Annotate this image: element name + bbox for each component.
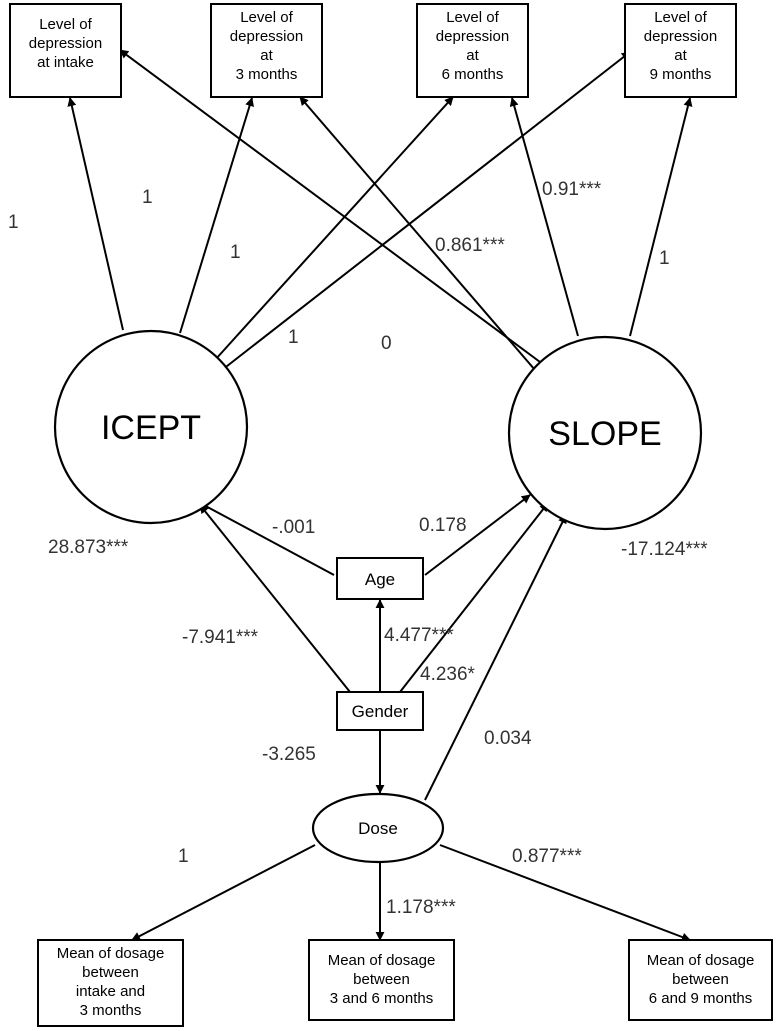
- arrow-dose-d3: [439, 844, 691, 942]
- arrow-slope-intake: [119, 49, 541, 363]
- label-slope-m3: 0.861***: [435, 235, 505, 256]
- label-slope-mean: -17.124***: [621, 539, 708, 560]
- label-gender-icept: -7.941***: [182, 627, 259, 648]
- arrow-icept-m3: [179, 97, 254, 334]
- label-dose-slope: 0.034: [484, 728, 532, 749]
- arrow-age-icept: [199, 502, 335, 576]
- node-icept: ICEPT: [53, 329, 249, 525]
- node-dose: Dose: [311, 792, 445, 864]
- label-icept-intake: 1: [8, 212, 19, 233]
- label-icept-mean: 28.873***: [48, 537, 129, 558]
- svg-text:ICEPT: ICEPT: [101, 409, 201, 447]
- label-dose-d1: 1: [178, 846, 189, 867]
- arrows: [67, 49, 693, 942]
- label-gender-slope: 4.236*: [420, 664, 476, 685]
- node-slope: SLOPE: [507, 335, 703, 531]
- label-icept-m9: 1: [288, 327, 299, 348]
- label-dose-d3: 0.877***: [512, 846, 582, 867]
- arrow-icept-m6: [214, 96, 454, 361]
- arrow-gender-icept: [199, 504, 351, 693]
- label-slope-intake: 0: [381, 333, 392, 354]
- svg-text:Gender: Gender: [352, 702, 409, 721]
- arrow-age-slope: [424, 494, 531, 576]
- svg-text:Dose: Dose: [358, 819, 398, 838]
- arrow-slope-m3: [299, 96, 536, 371]
- node-age: Age: [336, 557, 424, 600]
- label-age-icept: -.001: [272, 517, 315, 538]
- arrow-icept-intake: [67, 97, 124, 331]
- label-slope-m6: 0.91***: [542, 179, 602, 200]
- arrow-icept-m9: [221, 51, 631, 371]
- svg-text:Age: Age: [365, 570, 395, 589]
- arrow-gender-slope: [399, 502, 549, 693]
- label-slope-m9: 1: [659, 248, 670, 269]
- label-gender-dose: -3.265: [262, 744, 316, 765]
- label-gender-age: 4.477***: [384, 625, 454, 646]
- label-icept-m3: 1: [142, 187, 153, 208]
- label-dose-d2: 1.178***: [386, 897, 456, 918]
- arrow-slope-m6: [509, 97, 579, 337]
- path-labels: 1 1 1 1 0 0.861*** 0.91*** 1 28.873*** -…: [8, 179, 708, 918]
- arrow-dose-d1: [131, 844, 316, 941]
- label-icept-m6: 1: [230, 242, 241, 263]
- arrow-dose-slope: [424, 514, 567, 801]
- svg-text:SLOPE: SLOPE: [548, 415, 661, 453]
- node-gender: Gender: [336, 691, 424, 731]
- arrow-slope-m9: [629, 97, 693, 337]
- label-age-slope: 0.178: [419, 515, 467, 536]
